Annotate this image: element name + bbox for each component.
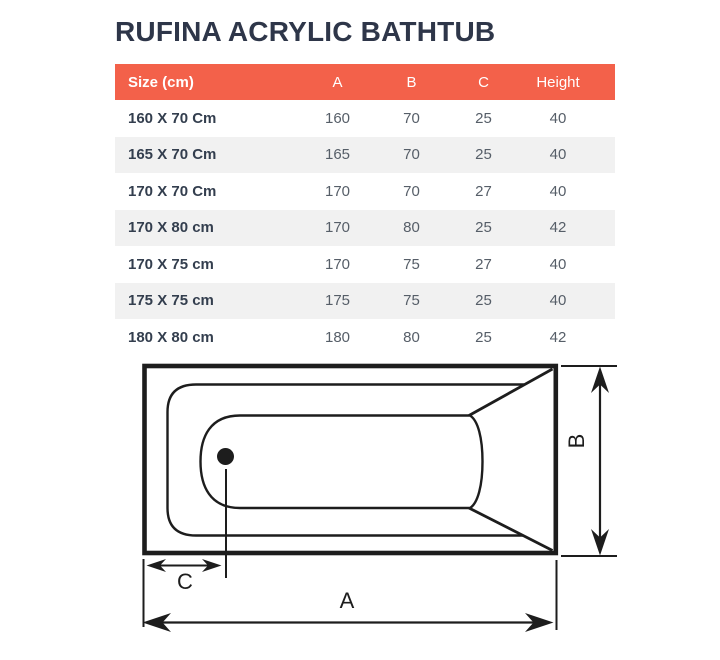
table-row: 180 X 80 cm 180 80 25 42 (115, 319, 615, 356)
table-row: 175 X 75 cm 175 75 25 40 (115, 282, 615, 319)
size-cell: 170 X 75 cm (128, 255, 214, 273)
tub-slope-bottom-line (468, 506, 554, 552)
value-cell-c: 25 (475, 328, 492, 346)
value-cell-height: 42 (549, 219, 567, 237)
dim-c-arrowhead-right (202, 559, 222, 572)
table-row: 170 X 80 cm 170 80 25 42 (115, 209, 615, 246)
column-header-b: B (406, 73, 417, 91)
column-header-height: Height (536, 73, 580, 91)
value-cell-a: 165 (324, 146, 351, 164)
value-cell-height: 40 (549, 146, 567, 164)
column-header-a: A (332, 73, 343, 91)
page-title: RUFINA ACRYLIC BATHTUB (115, 16, 496, 47)
size-cell: 180 X 80 cm (128, 328, 214, 346)
size-cell: 160 X 70 Cm (128, 109, 217, 127)
dim-b-label: B (564, 434, 589, 449)
tub-slope-top-line (468, 367, 554, 417)
value-cell-b: 70 (403, 109, 420, 127)
value-cell-a: 175 (324, 292, 351, 310)
size-cell: 165 X 70 Cm (128, 146, 217, 164)
value-cell-c: 25 (475, 219, 492, 237)
dim-c-label: C (177, 569, 193, 594)
value-cell-b: 80 (403, 219, 420, 237)
value-cell-c: 25 (475, 292, 492, 310)
value-cell-b: 70 (403, 182, 420, 200)
table-header-row: Size (cm) A B C Height (115, 64, 615, 100)
size-spec-table: Size (cm) A B C Height 160 X 70 Cm 160 7… (115, 64, 615, 356)
value-cell-a: 170 (324, 182, 351, 200)
tub-rim (166, 383, 524, 537)
size-cell: 170 X 70 Cm (128, 182, 217, 200)
dim-b-arrowhead-bottom (591, 529, 609, 556)
tub-basin (199, 414, 484, 510)
value-cell-a: 170 (324, 219, 351, 237)
value-cell-height: 42 (549, 328, 567, 346)
value-cell-b: 80 (403, 328, 420, 346)
value-cell-b: 70 (403, 146, 420, 164)
dim-b-arrowhead-top (591, 366, 609, 393)
value-cell-height: 40 (549, 255, 567, 273)
size-cell: 175 X 75 cm (128, 292, 214, 310)
value-cell-height: 40 (549, 182, 567, 200)
value-cell-c: 25 (475, 146, 492, 164)
value-cell-c: 27 (475, 182, 492, 200)
value-cell-c: 25 (475, 109, 492, 127)
table-row: 170 X 75 cm 170 75 27 40 (115, 246, 615, 283)
dim-a-arrowhead-right (525, 613, 554, 632)
table-row: 160 X 70 Cm 160 70 25 40 (115, 100, 615, 137)
value-cell-a: 160 (324, 109, 351, 127)
dim-c-arrowhead-left (146, 559, 166, 572)
value-cell-b: 75 (403, 292, 420, 310)
bathtub-dimension-diagram: C A B (142, 363, 617, 632)
column-header-size: Size (cm) (128, 73, 194, 91)
value-cell-a: 170 (324, 255, 351, 273)
value-cell-height: 40 (549, 292, 567, 310)
value-cell-a: 180 (324, 328, 351, 346)
size-cell: 170 X 80 cm (128, 219, 214, 237)
table-row: 165 X 70 Cm 165 70 25 40 (115, 136, 615, 173)
value-cell-c: 27 (475, 255, 492, 273)
value-cell-b: 75 (403, 255, 420, 273)
dim-a-label: A (340, 588, 355, 613)
dim-a-arrowhead-left (142, 613, 171, 632)
value-cell-height: 40 (549, 109, 567, 127)
column-header-c: C (478, 73, 489, 91)
drain-dot (217, 448, 234, 465)
table-row: 170 X 70 Cm 170 70 27 40 (115, 173, 615, 210)
